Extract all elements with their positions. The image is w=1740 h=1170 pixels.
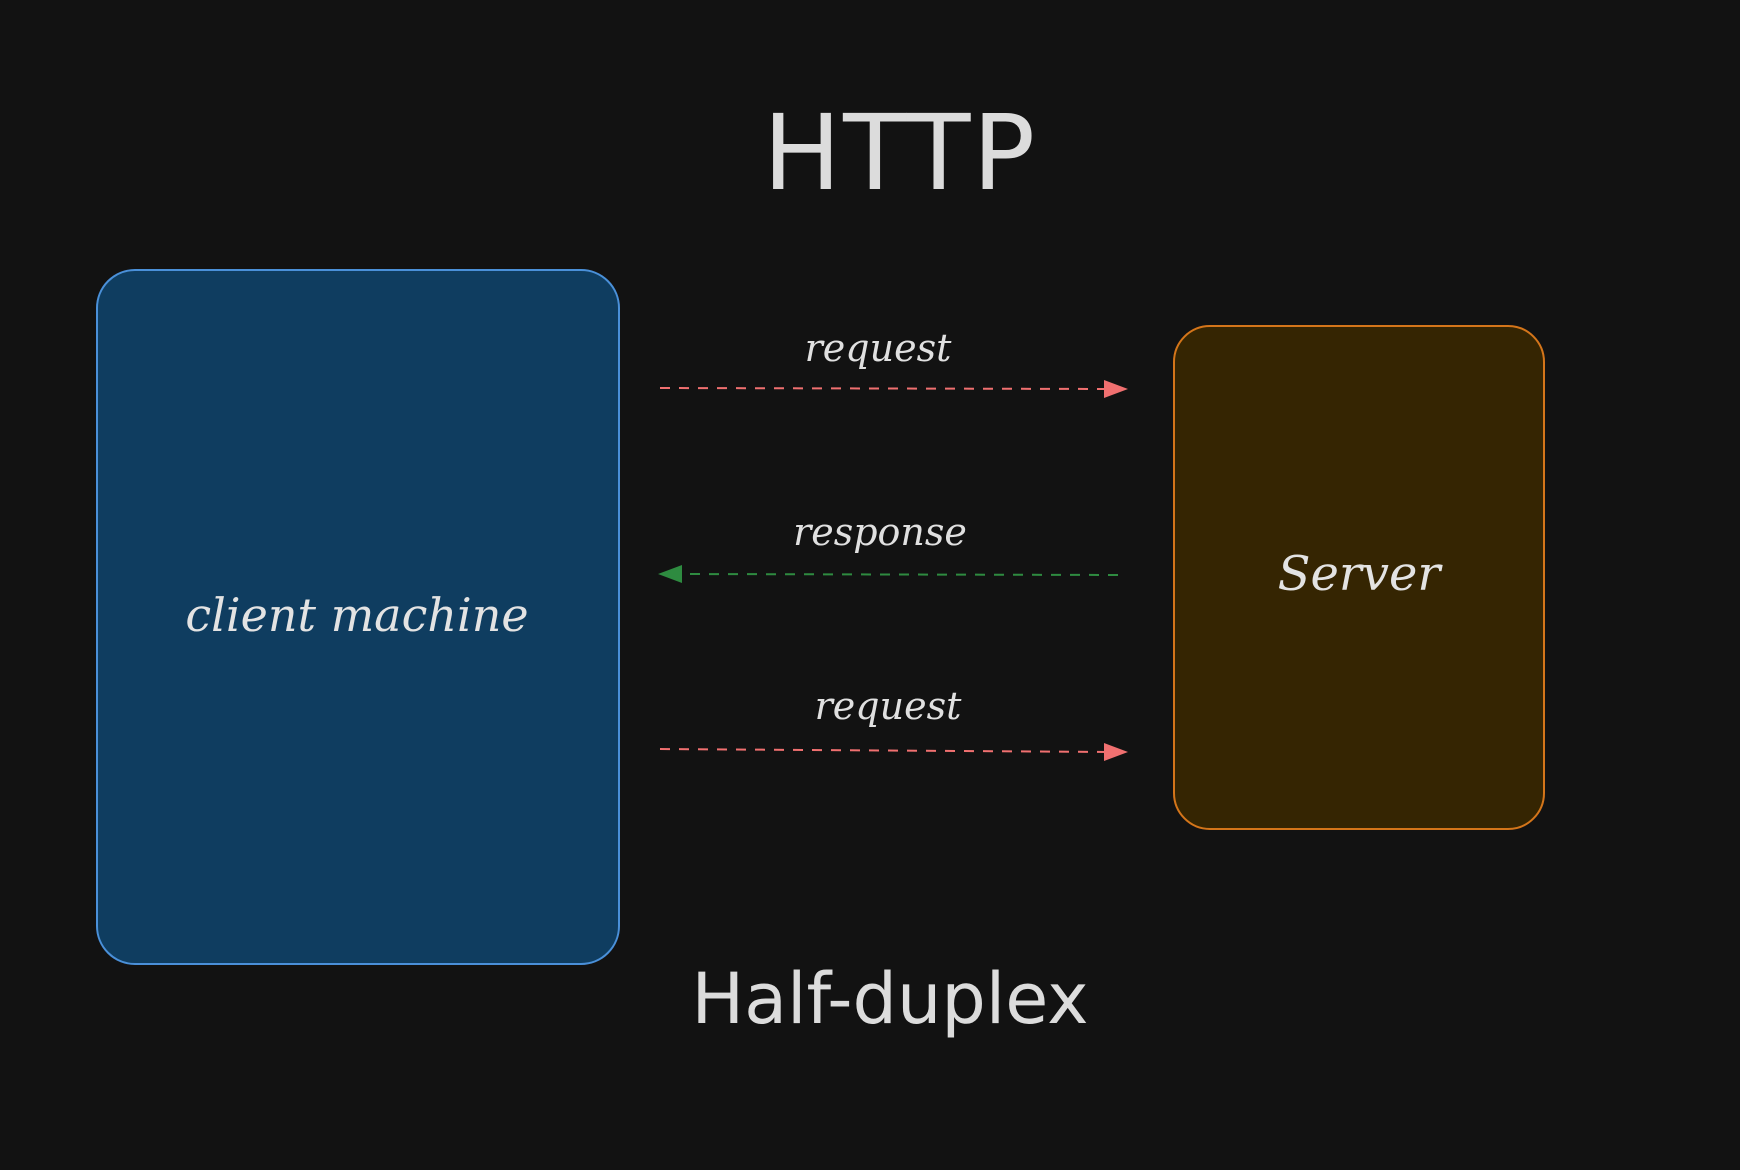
request-label-2: request [814,684,962,728]
server-box [1173,325,1545,830]
server-label: Server [1277,546,1441,602]
response-arrow [675,573,1119,576]
request-arrow-1 [659,387,1111,390]
request-arrowhead-2 [1104,743,1128,761]
duplex-mode-label: Half-duplex [691,958,1089,1040]
client-machine-box [96,269,620,965]
response-label: response [793,510,967,554]
request-arrow-2 [659,748,1111,753]
client-machine-label: client machine [185,588,529,642]
diagram-title: HTTP [762,92,1038,214]
response-arrowhead [658,565,682,583]
request-label-1: request [804,326,952,370]
request-arrowhead-1 [1104,380,1128,398]
